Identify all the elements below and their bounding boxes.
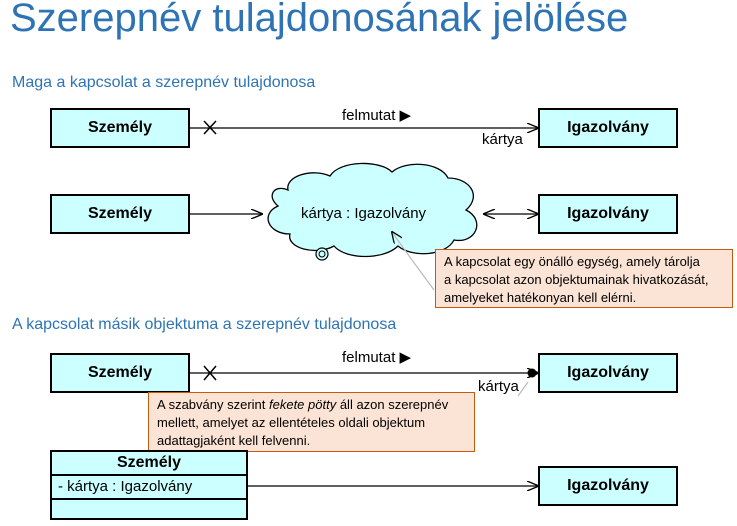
class-attribute: - kártya : Igazolvány bbox=[52, 476, 246, 500]
non-navigable-x-1 bbox=[203, 120, 217, 135]
role-name-3: kártya bbox=[478, 378, 519, 395]
class-box-szemely-with-attribute[interactable]: Személy - kártya : Igazolvány bbox=[50, 450, 248, 520]
section-heading-2: A kapcsolat másik objektuma a szerepnév … bbox=[12, 316, 397, 333]
page-title: Szerepnév tulajdonosának jelölése bbox=[10, 0, 629, 40]
class-box-igazolvany-1[interactable]: Igazolvány bbox=[538, 108, 678, 148]
note-1-pointer bbox=[392, 232, 413, 261]
association-cloud bbox=[267, 162, 478, 258]
association-name-3: felmutat ▶ bbox=[342, 349, 412, 366]
note-1-line-2: a kapcsolat azon objektumainak hivatkozá… bbox=[444, 272, 709, 287]
class-box-szemely-2[interactable]: Személy bbox=[50, 194, 190, 234]
note-1-line-1: A kapcsolat egy önálló egység, amely tár… bbox=[444, 254, 700, 269]
class-box-igazolvany-2[interactable]: Igazolvány bbox=[538, 194, 678, 234]
class-box-igazolvany-4[interactable]: Igazolvány bbox=[538, 466, 678, 506]
note-1-pointer-tail bbox=[411, 259, 435, 291]
ownership-dot bbox=[527, 368, 537, 378]
section-heading-1: Maga a kapcsolat a szerepnév tulajdonosa bbox=[12, 74, 316, 91]
association-name-1: felmutat ▶ bbox=[342, 107, 412, 124]
class-name: Személy bbox=[52, 452, 246, 476]
note-1-line-3: amelyeket hatékonyan kell elérni. bbox=[444, 290, 637, 305]
class-box-igazolvany-3[interactable]: Igazolvány bbox=[538, 353, 678, 393]
note-black-dot: A szabvány szerint fekete pötty áll azon… bbox=[148, 392, 475, 452]
note-association-class: A kapcsolat egy önálló egység, amely tár… bbox=[435, 249, 733, 308]
cloud-bubble-inner bbox=[318, 250, 326, 258]
role-name-1: kártya bbox=[482, 131, 523, 148]
note-2-line-2: mellett, amelyet az ellentételes oldali … bbox=[157, 415, 426, 430]
cloud-bubble-outer bbox=[315, 247, 329, 261]
class-box-szemely-3[interactable]: Személy bbox=[50, 353, 190, 393]
note-2-line-3: adattagjaként kell felvenni. bbox=[157, 433, 311, 448]
note-2-pointer bbox=[517, 381, 529, 397]
non-navigable-x-3 bbox=[203, 365, 217, 381]
class-box-szemely-1[interactable]: Személy bbox=[50, 108, 190, 148]
note-2-line-1: A szabvány szerint fekete pötty áll azon… bbox=[157, 397, 449, 412]
cloud-label: kártya : Igazolvány bbox=[301, 205, 427, 222]
